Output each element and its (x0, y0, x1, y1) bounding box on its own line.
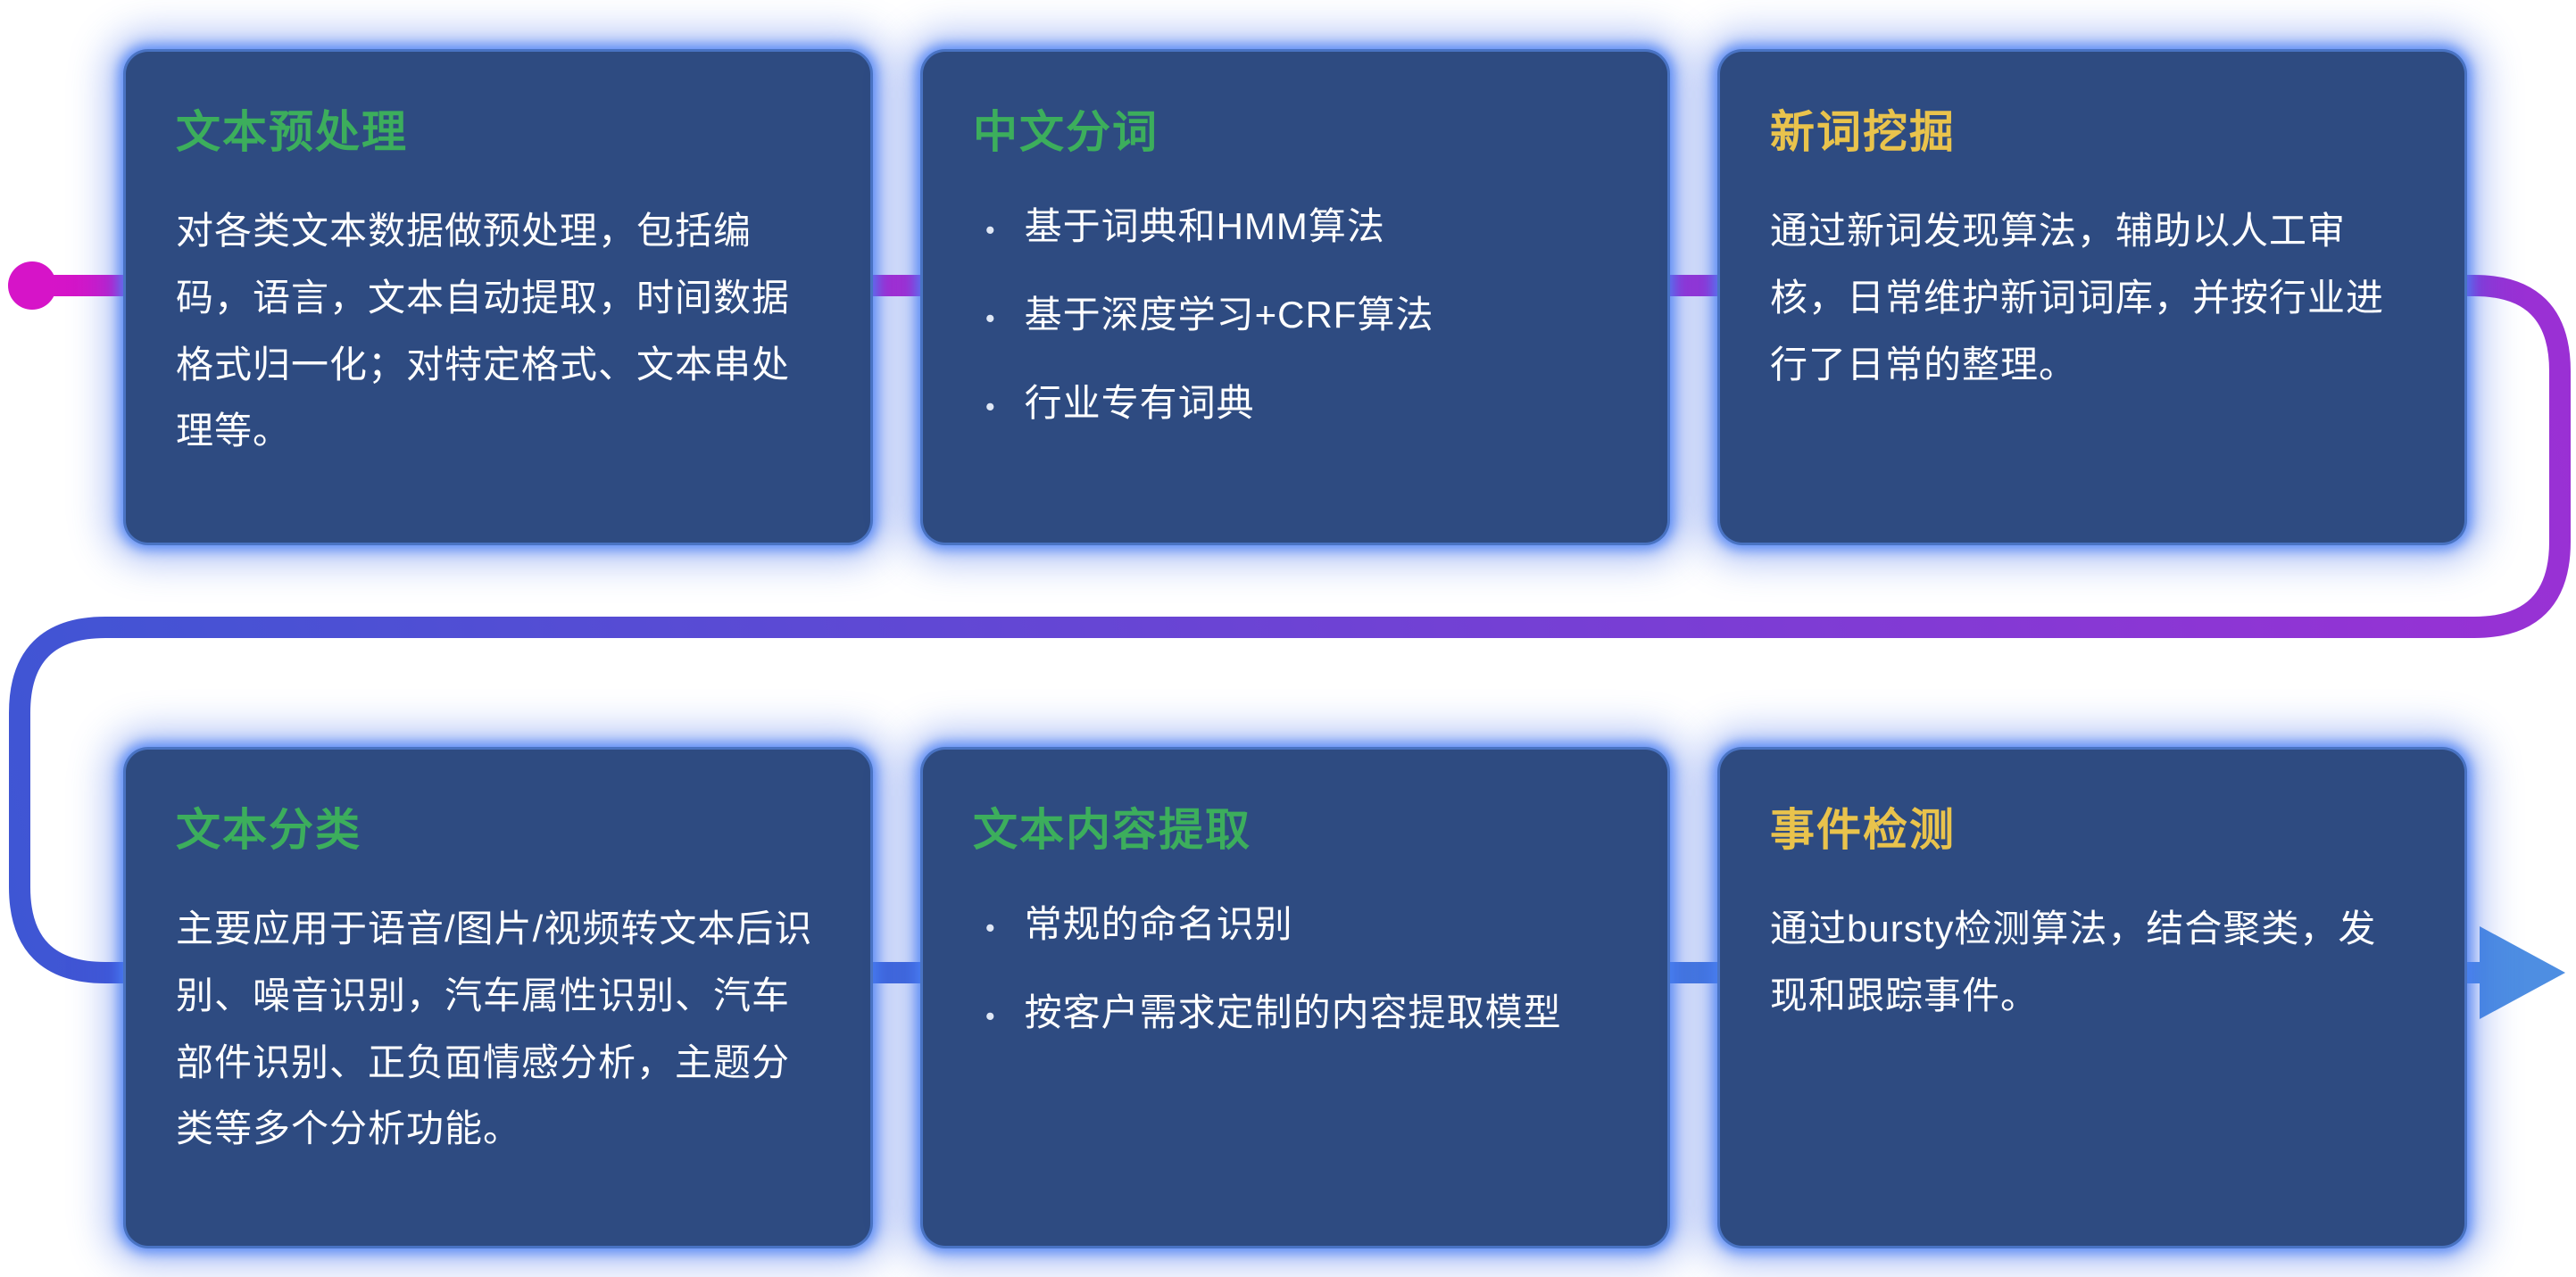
card-bullet-list: 基于词典和HMM算法 基于深度学习+CRF算法 行业专有词典 (973, 198, 1617, 431)
card-chinese-word-segmentation: 中文分词 基于词典和HMM算法 基于深度学习+CRF算法 行业专有词典 (920, 49, 1670, 545)
bullet-text: 行业专有词典 (1024, 382, 1255, 424)
flow-arrow-icon (2480, 926, 2565, 1019)
bullet-item: 按客户需求定制的内容提取模型 (973, 984, 1617, 1041)
bullet-text: 基于深度学习+CRF算法 (1024, 294, 1434, 336)
bullet-item: 常规的命名识别 (973, 896, 1617, 952)
bullet-text: 常规的命名识别 (1024, 903, 1293, 945)
flow-line-return (9, 275, 2571, 983)
card-title: 新词挖掘 (1770, 107, 1956, 157)
bullet-text: 按客户需求定制的内容提取模型 (1024, 991, 1562, 1033)
card-title: 中文分词 (973, 107, 1159, 157)
card-text-content-extraction: 文本内容提取 常规的命名识别 按客户需求定制的内容提取模型 (920, 747, 1670, 1248)
card-body: 通过bursty检测算法，结合聚类，发现和跟踪事件。 (1770, 908, 2377, 1016)
card-text-preprocessing: 文本预处理 对各类文本数据做预处理，包括编码，语言，文本自动提取，时间数据格式归… (123, 49, 873, 545)
card-text-classification: 文本分类 主要应用于语音/图片/视频转文本后识别、噪音识别，汽车属性识别、汽车部… (123, 747, 873, 1248)
card-title: 文本分类 (176, 805, 361, 855)
card-title: 文本内容提取 (973, 805, 1251, 855)
bullet-item: 基于词典和HMM算法 (973, 198, 1617, 254)
card-body: 对各类文本数据做预处理，包括编码，语言，文本自动提取，时间数据格式归一化；对特定… (176, 210, 791, 452)
bullet-item: 行业专有词典 (973, 375, 1617, 431)
card-title: 事件检测 (1770, 805, 1956, 855)
bullet-text: 基于词典和HMM算法 (1024, 205, 1385, 247)
card-title: 文本预处理 (176, 107, 408, 157)
card-body: 主要应用于语音/图片/视频转文本后识别、噪音识别，汽车属性识别、汽车部件识别、正… (176, 908, 813, 1150)
card-bullet-list: 常规的命名识别 按客户需求定制的内容提取模型 (973, 896, 1617, 1041)
card-event-detection: 事件检测 通过bursty检测算法，结合聚类，发现和跟踪事件。 (1717, 747, 2467, 1248)
card-new-word-mining: 新词挖掘 通过新词发现算法，辅助以人工审核，日常维护新词词库，并按行业进行了日常… (1717, 49, 2467, 545)
bullet-item: 基于深度学习+CRF算法 (973, 286, 1617, 343)
card-body: 通过新词发现算法，辅助以人工审核，日常维护新词词库，并按行业进行了日常的整理。 (1770, 210, 2385, 386)
